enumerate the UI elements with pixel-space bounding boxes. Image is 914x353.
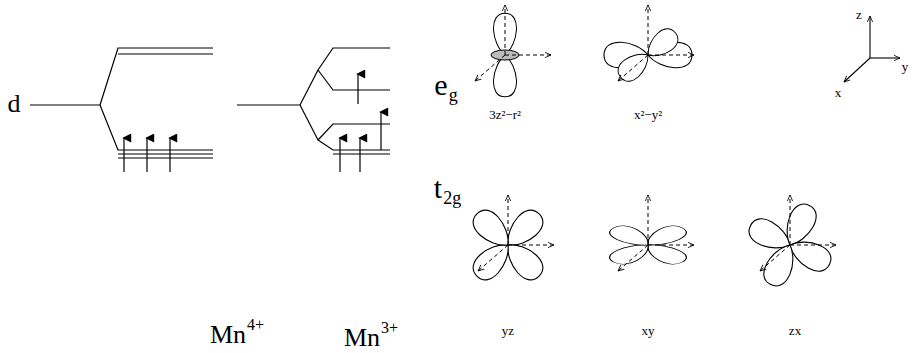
orbital-zx	[745, 195, 836, 290]
axis-label: x	[835, 86, 842, 99]
orbital-group-subscript: 2g	[443, 189, 461, 207]
spin-arrows-mn3	[340, 74, 381, 172]
ion-label: Mn	[210, 322, 246, 348]
axis-label: z	[856, 8, 862, 21]
ion-label: Mn	[344, 325, 380, 351]
orbital-name: x²−y²	[634, 108, 662, 121]
orbital-name: 3z²−r²	[489, 108, 521, 121]
coordinate-axes	[844, 16, 900, 82]
ion-charge: 3+	[381, 320, 398, 336]
energy-levels-mn4	[30, 48, 213, 158]
orbital-name: zx	[789, 324, 801, 337]
orbital-group-label: t	[434, 173, 442, 203]
orbital-level-label: d	[8, 91, 21, 117]
energy-levels-mn3	[237, 48, 390, 154]
orbital-group-subscript: g	[449, 86, 458, 104]
ion-charge: 4+	[247, 317, 264, 333]
orbital-yz	[468, 195, 554, 285]
orbital-x2-y2	[604, 5, 694, 86]
spin-arrows-mn4	[124, 138, 170, 172]
axis-label: y	[902, 60, 909, 73]
orbital-xy	[604, 195, 694, 271]
orbital-3z2-r2	[475, 5, 551, 97]
orbital-name: xy	[642, 324, 655, 337]
orbital-group-label: e	[434, 70, 447, 100]
orbital-name: yz	[502, 324, 514, 337]
